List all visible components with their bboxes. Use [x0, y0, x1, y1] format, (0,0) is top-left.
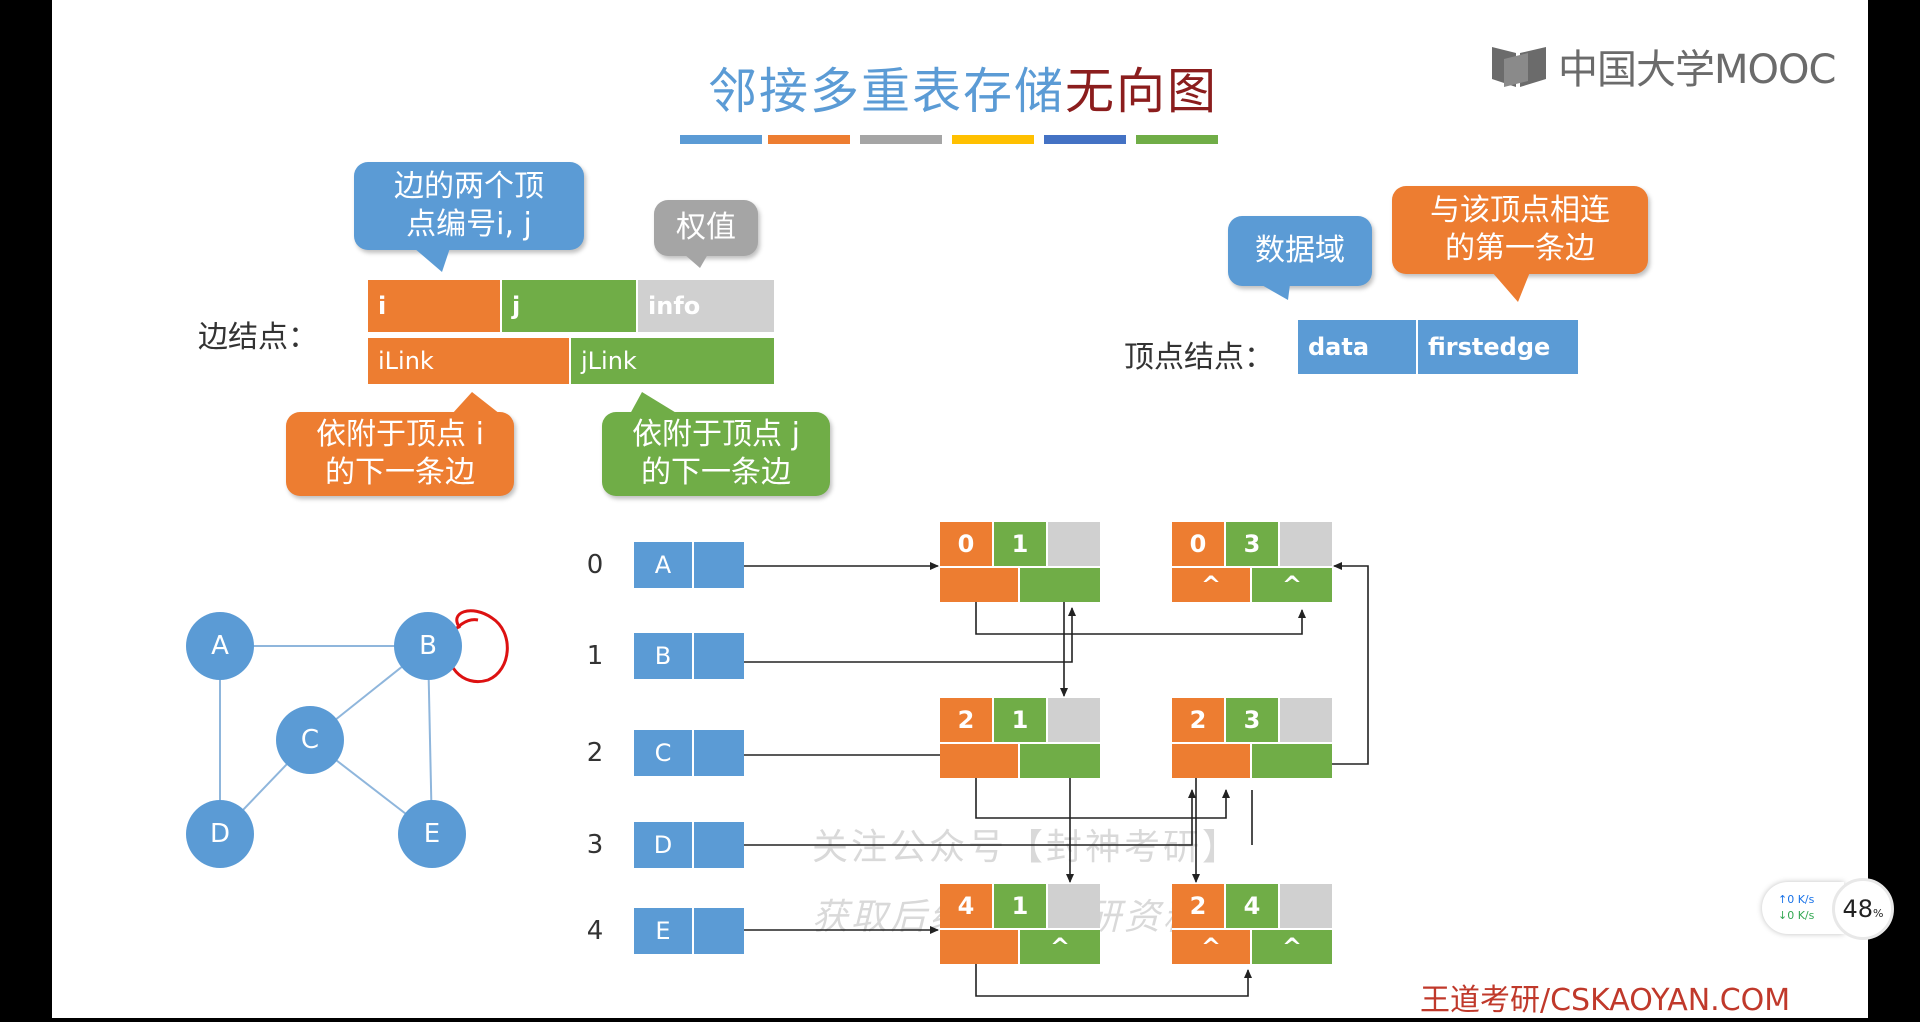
- vertex-firstedge-cell: [694, 633, 744, 679]
- field-jlink: jLink: [571, 338, 774, 384]
- bubble-tails: [414, 248, 1530, 414]
- edge-node-label: 边结点：: [198, 320, 318, 355]
- pointer-line: [734, 607, 1076, 663]
- vertex-data-cell: C: [634, 730, 694, 776]
- pointer-line: [975, 764, 1230, 819]
- edge-jlink-cell: ^: [1020, 930, 1100, 964]
- graph-vertex-a: A: [186, 612, 254, 680]
- edge-i-cell: 2: [1172, 698, 1226, 744]
- bubble-firstedge: 与该顶点相连 的第一条边: [1392, 186, 1648, 274]
- edge-info-cell: [1048, 522, 1100, 568]
- bubble-ilink: 依附于顶点 i 的下一条边: [286, 412, 514, 496]
- network-speed-widget[interactable]: ↑0 K/s ↓0 K/s: [1762, 882, 1844, 934]
- edge-ilink-cell: [940, 568, 1020, 602]
- field-data: data: [1298, 320, 1418, 374]
- graph-vertex-e: E: [398, 800, 466, 868]
- mooc-logo: 中国大学MOOC: [1490, 42, 1836, 93]
- vertex-data-cell: B: [634, 633, 694, 679]
- field-firstedge: firstedge: [1418, 320, 1578, 374]
- pointer-lines: [734, 562, 1369, 997]
- vertex-index: 1: [586, 641, 604, 671]
- edge-jlink-cell: [1020, 744, 1100, 778]
- upload-speed: ↑0 K/s: [1778, 893, 1815, 906]
- edge-ilink-cell: [940, 744, 1020, 778]
- title-color-bar: [680, 135, 762, 144]
- bubble-vertex-ids: 边的两个顶 点编号i, j: [354, 162, 584, 250]
- vertex-firstedge-cell: [694, 822, 744, 868]
- page-title: 邻接多重表存储无向图: [708, 63, 1219, 120]
- edge-j-cell: 3: [1226, 522, 1280, 568]
- vertex-index: 0: [586, 550, 604, 580]
- title-color-bar: [860, 135, 942, 144]
- vertex-data-cell: A: [634, 542, 694, 588]
- vertex-firstedge-cell: [694, 908, 744, 954]
- vertex-firstedge-cell: [694, 542, 744, 588]
- bubble-weight: 权值: [654, 200, 758, 256]
- logo-text: 中国大学MOOC: [1558, 47, 1836, 93]
- footer-brand: 王道考研/CSKAOYAN.COM: [1420, 983, 1791, 1018]
- edge-info-cell: [1280, 884, 1332, 930]
- edge-info-cell: [1048, 698, 1100, 744]
- edge-j-cell: 1: [994, 884, 1048, 930]
- edge-i-cell: 2: [1172, 884, 1226, 930]
- edge-node-row-top: i j info: [368, 280, 774, 332]
- edge-jlink-cell: ^: [1252, 568, 1332, 602]
- edge-jlink-cell: [1020, 568, 1100, 602]
- edge-info-cell: [1048, 884, 1100, 930]
- edge-jlink-cell: ^: [1252, 930, 1332, 964]
- edge-j-cell: 3: [1226, 698, 1280, 744]
- edge-j-cell: 1: [994, 698, 1048, 744]
- diagram-canvas: [219, 248, 1530, 997]
- vertex-firstedge-cell: [694, 730, 744, 776]
- title-color-bar: [1136, 135, 1218, 144]
- pointer-line: [734, 789, 1196, 846]
- vertex-index: 3: [586, 830, 604, 860]
- pointer-line: [975, 584, 1306, 635]
- edge-jlink-cell: [1252, 744, 1332, 778]
- field-i: i: [368, 280, 502, 332]
- vertex-index: 4: [586, 916, 604, 946]
- edge-j-cell: 4: [1226, 884, 1280, 930]
- title-color-bar: [768, 135, 850, 144]
- field-ilink: iLink: [368, 338, 571, 384]
- book-icon: [1492, 47, 1546, 87]
- memory-gauge[interactable]: 48%: [1832, 878, 1894, 940]
- graph-vertex-d: D: [186, 800, 254, 868]
- slide: 邻接多重表存储无向图 中国大学MOOC 边结点： 边的两个顶 点编号i, j 权…: [52, 0, 1868, 1018]
- watermark-line1: 关注公众号【封神考研】: [812, 827, 1242, 868]
- graph-vertex-b: B: [394, 612, 462, 680]
- title-color-bar: [1044, 135, 1126, 144]
- bubble-data: 数据域: [1228, 216, 1372, 286]
- field-info: info: [638, 280, 774, 332]
- edge-j-cell: 1: [994, 522, 1048, 568]
- edge-ilink-cell: [1172, 744, 1252, 778]
- edge-ilink-cell: [940, 930, 1020, 964]
- download-speed: ↓0 K/s: [1778, 909, 1815, 922]
- title-color-bar: [952, 135, 1034, 144]
- edge-node-row-bottom: iLink jLink: [368, 338, 774, 384]
- edge-ilink-cell: ^: [1172, 930, 1252, 964]
- edge-i-cell: 4: [940, 884, 994, 930]
- edge-i-cell: 2: [940, 698, 994, 744]
- vertex-node-fields: data firstedge: [1298, 320, 1578, 374]
- vertex-data-cell: D: [634, 822, 694, 868]
- edge-i-cell: 0: [940, 522, 994, 568]
- edge-ilink-cell: ^: [1172, 568, 1252, 602]
- graph-vertex-c: C: [276, 706, 344, 774]
- bubble-jlink: 依附于顶点 j 的下一条边: [602, 412, 830, 496]
- field-j: j: [502, 280, 638, 332]
- pointer-line: [975, 950, 1252, 997]
- vertex-node-label: 顶点结点：: [1124, 340, 1274, 375]
- edge-info-cell: [1280, 698, 1332, 744]
- vertex-index: 2: [586, 738, 604, 768]
- edge-i-cell: 0: [1172, 522, 1226, 568]
- edge-info-cell: [1280, 522, 1332, 568]
- vertex-data-cell: E: [634, 908, 694, 954]
